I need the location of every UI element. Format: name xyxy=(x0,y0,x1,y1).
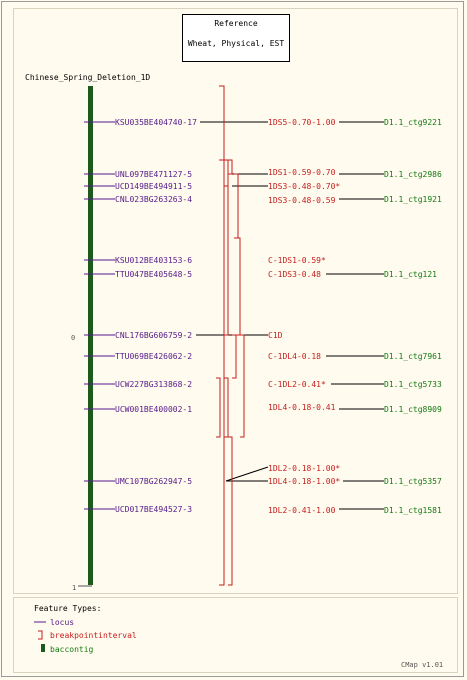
version-label: CMap v1.01 xyxy=(401,661,444,669)
locus-label[interactable]: UCW227BG313868-2 xyxy=(115,380,193,389)
reference-title: Reference xyxy=(214,19,258,28)
contig-label[interactable]: D1.1_ctg8909 xyxy=(384,405,442,414)
locus-label[interactable]: CNL023BG263263-4 xyxy=(115,195,193,204)
breakpoint-label[interactable]: 1DL2-0.18-1.00* xyxy=(268,464,341,473)
breakpoint-label[interactable]: C-1DL4-0.18 xyxy=(268,352,321,361)
legend-title: Feature Types: xyxy=(34,604,102,613)
breakpoint-label[interactable]: 1DL4-0.18-1.00* xyxy=(268,477,341,486)
reference-box[interactable]: Reference Wheat, Physical, EST xyxy=(182,14,290,62)
breakpoint-label[interactable]: C-1DL2-0.41* xyxy=(268,380,326,389)
contig-label[interactable]: D1.1_ctg7961 xyxy=(384,352,442,361)
breakpoint-label[interactable]: C-1DS3-0.48 xyxy=(268,270,321,279)
legend-item-locus: locus xyxy=(50,618,75,627)
locus-label[interactable]: UCW001BE400002-1 xyxy=(115,405,193,414)
breakpoint-brackets xyxy=(216,85,245,586)
breakpoint-label[interactable]: C1D xyxy=(268,331,283,340)
locus-label[interactable]: UNL097BE471127-5 xyxy=(115,170,193,179)
locus-label[interactable]: KSU035BE404740-17 xyxy=(115,118,197,127)
locus-label[interactable]: UCD149BE494911-5 xyxy=(115,182,193,191)
contig-label[interactable]: D1.1_ctg1921 xyxy=(384,195,442,204)
locus-ticks xyxy=(84,121,115,510)
legend-breakpoint-swatch xyxy=(38,630,43,640)
contig-label[interactable]: D1.1_ctg5733 xyxy=(384,380,442,389)
contig-label[interactable]: D1.1_ctg121 xyxy=(384,270,437,279)
contig-label[interactable]: D1.1_ctg2986 xyxy=(384,170,442,179)
breakpoint-label[interactable]: 1DS5-0.70-1.00 xyxy=(268,118,336,127)
contig-label[interactable]: D1.1_ctg5357 xyxy=(384,477,442,486)
map-title[interactable]: Chinese_Spring_Deletion_1D xyxy=(25,73,151,82)
legend-item-baccontig: baccontig xyxy=(50,645,94,654)
locus-label[interactable]: CNL176BG606759-2 xyxy=(115,331,193,340)
locus-label[interactable]: TTU047BE405648-5 xyxy=(115,270,193,279)
legend-item-breakpointinterval: breakpointinterval xyxy=(50,631,137,640)
legend-baccontig-swatch xyxy=(41,644,45,652)
breakpoint-label[interactable]: 1DS3-0.48-0.59 xyxy=(268,196,336,205)
breakpoint-label[interactable]: 1DS1-0.59-0.70 xyxy=(268,168,336,177)
contig-label[interactable]: D1.1_ctg1581 xyxy=(384,506,442,515)
locus-label[interactable]: KSU012BE403153-6 xyxy=(115,256,193,265)
scale-label-top: 0 xyxy=(71,334,76,342)
scale-label-bottom: 1 xyxy=(72,584,77,592)
contig-label[interactable]: D1.1_ctg9221 xyxy=(384,118,442,127)
locus-label[interactable]: TTU069BE426062-2 xyxy=(115,352,193,361)
map-frame xyxy=(13,8,458,594)
reference-subtitle: Wheat, Physical, EST xyxy=(187,39,285,48)
legend-frame xyxy=(13,597,458,673)
breakpoint-label[interactable]: 1DL4-0.18-0.41 xyxy=(268,403,336,412)
breakpoint-label[interactable]: C-1DS1-0.59* xyxy=(268,256,326,265)
locus-label[interactable]: UMC107BG262947-5 xyxy=(115,477,193,486)
locus-label[interactable]: UCD017BE494527-3 xyxy=(115,505,193,514)
breakpoint-label[interactable]: 1DS3-0.48-0.70* xyxy=(268,182,341,191)
breakpoint-label[interactable]: 1DL2-0.41-1.00 xyxy=(268,506,336,515)
